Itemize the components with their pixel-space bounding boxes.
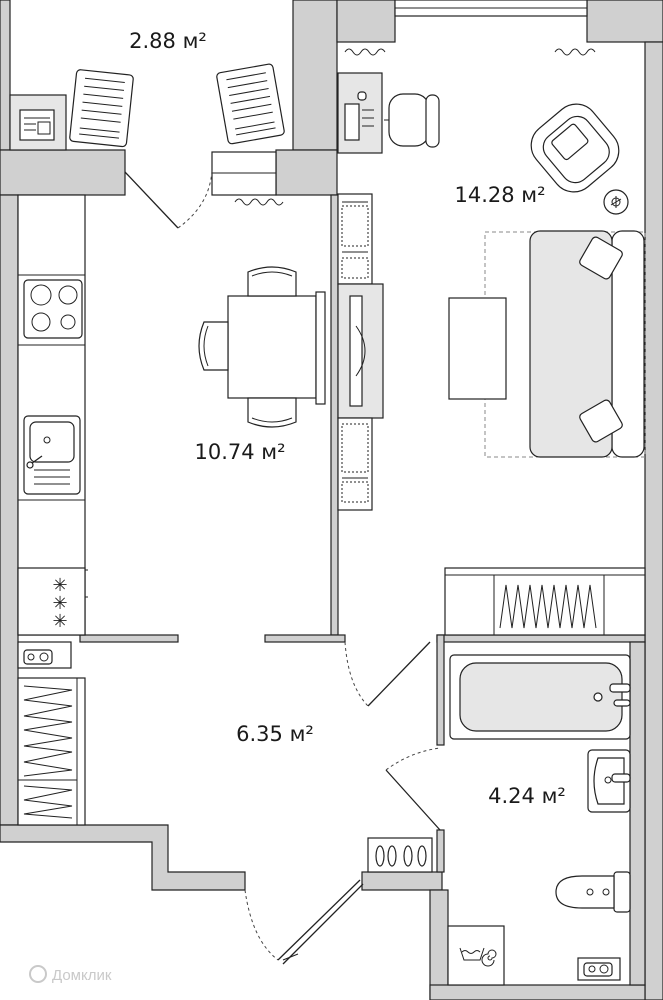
svg-text:✳: ✳ — [52, 611, 67, 632]
bathroom-door — [385, 769, 441, 831]
balcony-area-label: 2.88 м² — [129, 29, 207, 53]
balcony-door — [124, 171, 179, 229]
chair-icon — [247, 266, 297, 297]
bathtub-icon — [449, 654, 631, 740]
watermark: Домклик — [29, 965, 112, 984]
entrance-door — [277, 879, 361, 961]
kitchen-area-label: 10.74 м² — [194, 440, 285, 464]
newspaper-icon — [19, 109, 55, 141]
hall-area-label: 6.35 м² — [236, 722, 314, 746]
dining-table — [198, 266, 326, 428]
kitchen: ✳ ✳ ✳ — [17, 194, 326, 636]
bookshelf-top — [337, 193, 373, 285]
watermark-text: Домклик — [52, 967, 112, 984]
svg-text:✳: ✳ — [52, 593, 67, 614]
office-chair-icon — [384, 93, 440, 148]
drawer-cabinet: ✳ ✳ ✳ — [17, 567, 88, 636]
stove-icon — [23, 279, 83, 339]
window-curtains — [234, 48, 596, 206]
kitchen-counter — [17, 194, 86, 636]
coffee-table — [448, 297, 507, 400]
chair-icon — [247, 397, 297, 428]
bathroom — [447, 654, 631, 986]
bookshelf-bottom — [337, 417, 373, 511]
domclick-logo-icon — [29, 965, 47, 983]
balcony — [9, 63, 285, 229]
lounge-chair-icon — [216, 63, 285, 145]
living-room — [337, 72, 646, 636]
wardrobe — [444, 567, 646, 636]
washbasin-icon — [587, 749, 631, 813]
armchair-icon — [530, 103, 620, 193]
tv-stand — [337, 283, 384, 419]
sofa-icon — [529, 230, 645, 458]
toilet-icon — [555, 871, 631, 913]
svg-text:✳: ✳ — [52, 575, 67, 596]
laptop-icon — [344, 103, 360, 141]
sink-icon — [23, 415, 81, 495]
shoe-rack — [367, 837, 433, 873]
bathroom-area-label: 4.24 м² — [488, 784, 566, 808]
hall-wardrobe — [17, 677, 86, 826]
lounge-chair-icon — [69, 69, 134, 148]
hall — [17, 641, 441, 965]
washing-machine-icon — [447, 925, 505, 986]
chair-icon — [198, 321, 229, 371]
living-room-door — [367, 641, 431, 707]
living-room-area-label: 14.28 м² — [454, 183, 545, 207]
